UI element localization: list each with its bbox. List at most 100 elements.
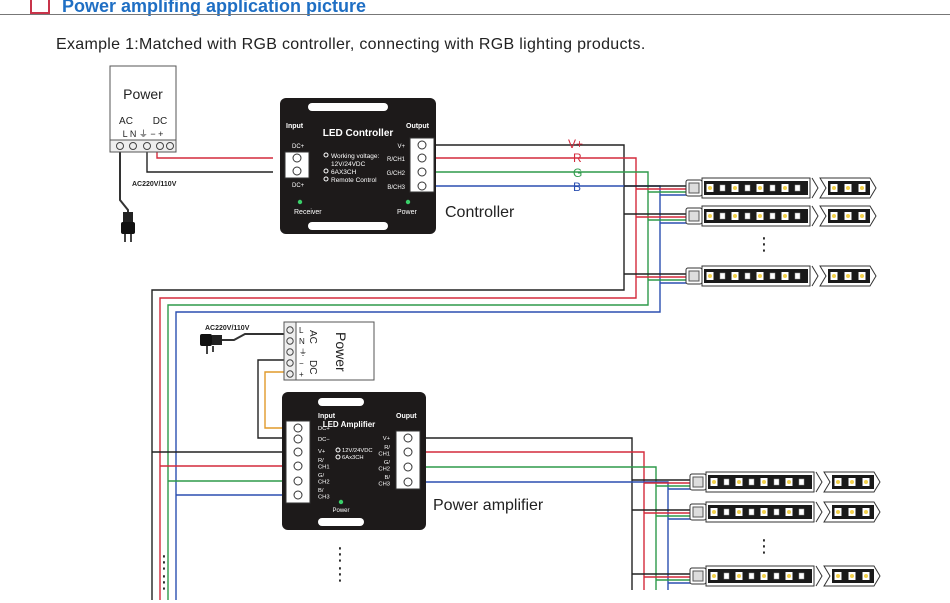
power-top-label: Power bbox=[123, 86, 163, 102]
wires bbox=[119, 144, 690, 600]
dots-top-strips: ⋮ bbox=[755, 234, 773, 254]
signal-labels: V+ R G B bbox=[568, 137, 583, 194]
power-mid-dc: DC bbox=[307, 360, 318, 374]
svg-text:B/CH3: B/CH3 bbox=[378, 475, 390, 488]
amplifier-title: LED Amplifier bbox=[323, 420, 376, 429]
example-subtitle: Example 1:Matched with RGB controller, c… bbox=[56, 36, 646, 53]
controller-output-label: Output bbox=[406, 123, 430, 130]
power-top-ac: AC bbox=[119, 116, 133, 127]
continuation-dots: ⋮ ⋮ ⋮ ⋮ ⋮ ⋮ bbox=[155, 234, 773, 592]
ac-plug-mid bbox=[200, 334, 222, 354]
svg-text:R/CH1: R/CH1 bbox=[387, 157, 406, 163]
power-led bbox=[405, 199, 411, 205]
power-top-terminal-block bbox=[109, 139, 177, 153]
svg-text:L: L bbox=[299, 326, 304, 335]
receiver-led bbox=[297, 199, 303, 205]
page-title: Power amplifing application picture bbox=[62, 0, 367, 16]
led-amplifier: Input Ouput LED Amplifier DC+ DC− V+ R/C… bbox=[282, 392, 426, 530]
svg-text:V+: V+ bbox=[318, 449, 326, 455]
dots-amplifier-2: ⋮ bbox=[331, 564, 349, 584]
svg-text:R/CH1: R/CH1 bbox=[378, 445, 390, 458]
dots-bottom-strips: ⋮ bbox=[755, 536, 773, 556]
led-strips bbox=[685, 177, 881, 587]
power-top-dc: DC bbox=[153, 116, 167, 127]
amplifier-output-channel-labels: V+ R/CH1 G/CH2 B/CH3 bbox=[378, 436, 390, 488]
svg-text:V+: V+ bbox=[568, 137, 583, 151]
amplifier-power-led bbox=[338, 499, 344, 505]
led-strip-top-3 bbox=[685, 265, 877, 287]
svg-text:B/CH3: B/CH3 bbox=[387, 185, 405, 191]
svg-text:V+: V+ bbox=[397, 144, 405, 150]
svg-text:6Ax3CH: 6Ax3CH bbox=[342, 455, 364, 461]
bus-green bbox=[167, 171, 649, 600]
controller-caption: Controller bbox=[445, 204, 515, 221]
led-controller: Input Output LED Controller DC+ DC+ Work… bbox=[280, 98, 436, 234]
svg-text:Working voltage:: Working voltage: bbox=[331, 153, 379, 160]
controller-spec-lines: Working voltage: 12V/24VDC 6AX3CH Remote… bbox=[323, 152, 379, 184]
wire-amp-dc-minus bbox=[257, 359, 286, 439]
power-top-terminals: L N ⏚ − + bbox=[123, 129, 164, 139]
amplifier-input-channel-labels: DC+ DC− V+ R/CH1 G/CH2 B/CH3 bbox=[318, 426, 330, 501]
bus-blue bbox=[175, 185, 661, 600]
bus-red bbox=[159, 157, 637, 600]
power-supply-mid: L N ⏚ − + AC DC Power AC220V/110V bbox=[200, 321, 375, 381]
svg-text:12V/24VDC: 12V/24VDC bbox=[342, 448, 373, 454]
controller-dc-plus-bottom: DC+ bbox=[292, 183, 305, 189]
ac-cable-mid-label: AC220V/110V bbox=[205, 325, 250, 332]
svg-text:12V/24VDC: 12V/24VDC bbox=[331, 161, 366, 168]
ac-cable-top-label: AC220V/110V bbox=[132, 181, 177, 188]
power-mid-terminal-labels: L N ⏚ − + bbox=[299, 326, 307, 379]
header-rule bbox=[0, 14, 950, 15]
wire-ac-top bbox=[119, 146, 129, 222]
svg-text:G: G bbox=[573, 166, 582, 180]
svg-text:B/CH3: B/CH3 bbox=[318, 488, 330, 501]
amplifier-input-terminals bbox=[285, 420, 311, 504]
wire-ac-mid bbox=[222, 333, 286, 341]
led-strip-top-1 bbox=[685, 177, 877, 199]
svg-text:R/CH1: R/CH1 bbox=[318, 458, 330, 471]
svg-text:+: + bbox=[299, 370, 304, 379]
svg-text:⏚: ⏚ bbox=[299, 348, 307, 357]
svg-text:B: B bbox=[573, 180, 581, 194]
svg-text:V+: V+ bbox=[383, 436, 391, 442]
svg-text:R: R bbox=[573, 151, 582, 165]
controller-output-channel-labels: V+ R/CH1 G/CH2 B/CH3 bbox=[387, 144, 406, 191]
dots-amplifier: ⋮ bbox=[331, 544, 349, 564]
dots-bus-left-2: ⋮ bbox=[155, 572, 173, 592]
receiver-label: Receiver bbox=[294, 209, 322, 216]
led-strip-bottom-2 bbox=[689, 501, 881, 523]
amplifier-output-label: Ouput bbox=[396, 413, 417, 420]
svg-text:−: − bbox=[299, 359, 304, 368]
svg-text:DC−: DC− bbox=[318, 437, 330, 443]
controller-output-terminals bbox=[409, 137, 435, 193]
controller-power-label: Power bbox=[397, 209, 418, 216]
amplifier-caption: Power amplifier bbox=[433, 497, 544, 514]
amplifier-power-label: Power bbox=[332, 508, 349, 514]
power-supply-top: Power AC DC L N ⏚ − + AC220V/110V bbox=[109, 65, 177, 242]
section-icon bbox=[30, 0, 50, 14]
controller-input-terminals bbox=[284, 151, 310, 179]
svg-text:6AX3CH: 6AX3CH bbox=[331, 169, 357, 176]
svg-text:Remote Control: Remote Control bbox=[331, 177, 377, 184]
dots-bus-left: ⋮ bbox=[155, 552, 173, 572]
amplifier-input-label: Input bbox=[318, 413, 336, 420]
controller-dc-plus-top: DC+ bbox=[292, 144, 305, 150]
bus-v-plus bbox=[151, 144, 625, 600]
amplifier-spec-lines: 12V/24VDC 6Ax3CH bbox=[335, 447, 373, 461]
wire-dc-minus bbox=[146, 146, 273, 173]
led-strip-bottom-3 bbox=[689, 565, 881, 587]
ac-plug-top bbox=[121, 212, 135, 242]
svg-text:G/CH2: G/CH2 bbox=[387, 171, 406, 177]
svg-text:G/CH2: G/CH2 bbox=[318, 473, 330, 486]
led-strip-top-2 bbox=[685, 205, 877, 227]
wire-amp-dc-plus bbox=[264, 371, 286, 429]
svg-text:G/CH2: G/CH2 bbox=[378, 460, 390, 473]
svg-text:N: N bbox=[299, 337, 305, 346]
controller-input-label: Input bbox=[286, 123, 304, 130]
svg-text:DC+: DC+ bbox=[318, 426, 330, 432]
power-mid-label: Power bbox=[333, 332, 349, 372]
controller-title: LED Controller bbox=[323, 128, 394, 139]
led-strip-bottom-1 bbox=[689, 471, 881, 493]
